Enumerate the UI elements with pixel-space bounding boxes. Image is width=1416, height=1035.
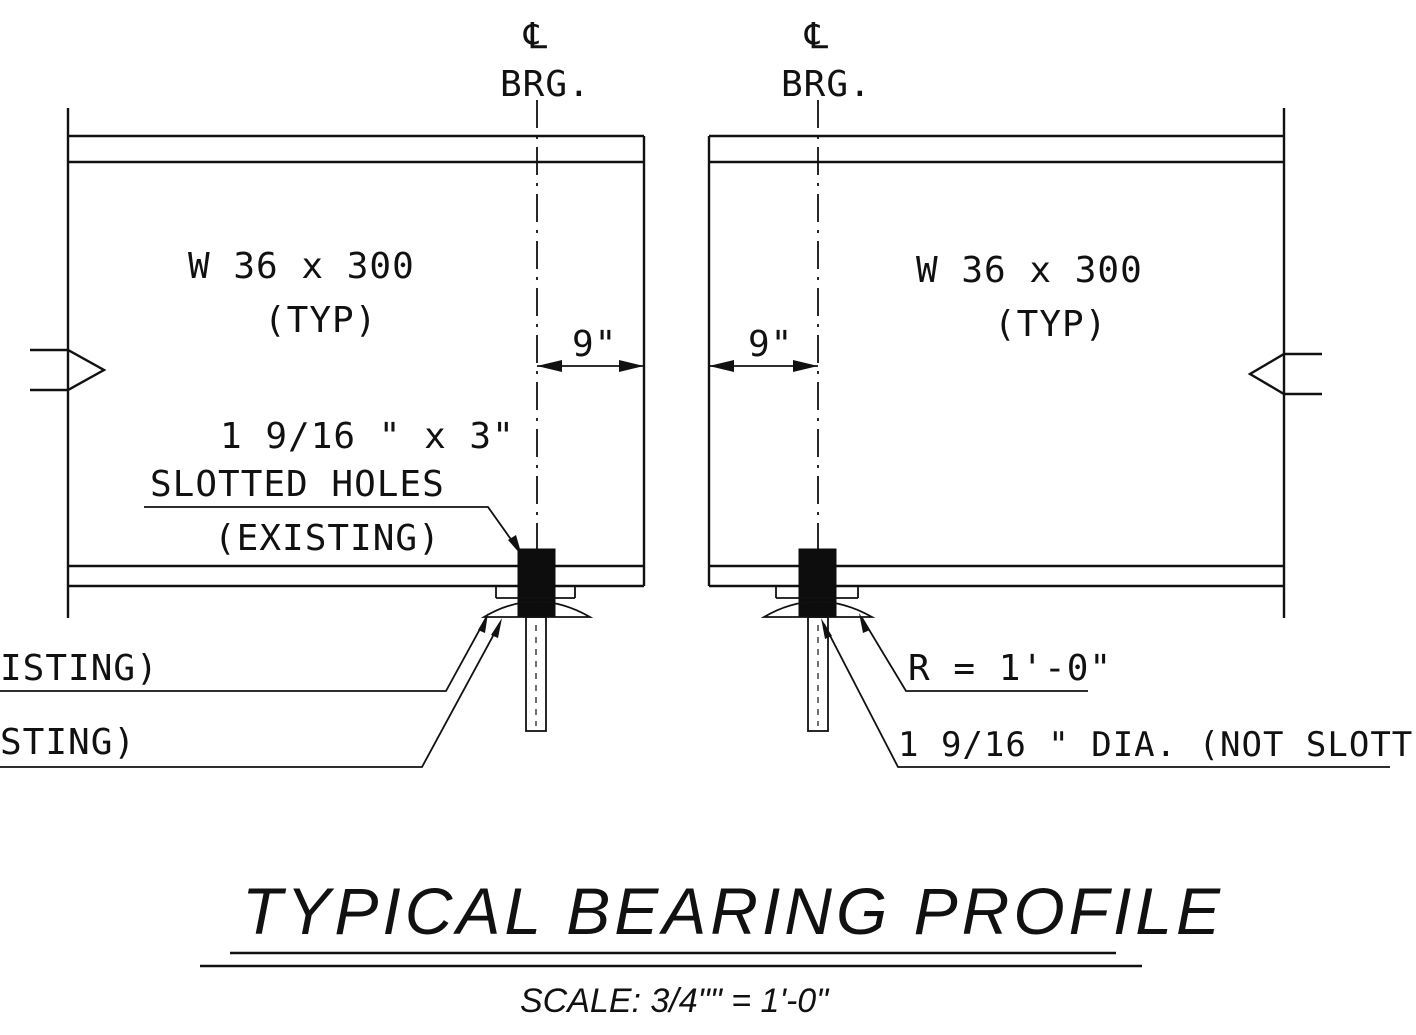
- right-cl-symbol: ℄: [804, 16, 829, 57]
- left-break-line: [30, 348, 107, 392]
- left-hole-existing: (EXISTING): [214, 518, 441, 559]
- left-hole-leader: [144, 506, 521, 553]
- right-break-line: [1247, 352, 1322, 396]
- right-anchor-bolt: [807, 616, 829, 732]
- left-dimension-label: 9": [572, 324, 617, 365]
- left-dim-arrow-b: [619, 360, 644, 372]
- drawing-scale: SCALE: 3/4"" = 1'-0": [520, 982, 830, 1020]
- right-dia-leader: [823, 623, 1390, 768]
- right-dimension: 9": [709, 324, 818, 372]
- left-anchor-bolt: [525, 616, 547, 732]
- left-cl-symbol: ℄: [523, 16, 548, 57]
- right-cl-label: BRG.: [781, 64, 872, 105]
- left-cl-label: BRG.: [500, 64, 591, 105]
- right-anchor-nut-block: [798, 548, 837, 618]
- right-dimension-label: 9": [748, 324, 793, 365]
- left-dimension: 9": [537, 324, 644, 372]
- right-dim-arrow-b: [793, 360, 818, 372]
- left-girder: [30, 108, 646, 618]
- left-section-label: W 36 x 300: [188, 246, 415, 287]
- drawing-title: TYPICAL BEARING PROFILE: [242, 874, 1224, 948]
- left-callout-lower: STING): [0, 722, 136, 763]
- right-dia-label: 1 9/16 " DIA. (NOT SLOTTED): [898, 725, 1416, 765]
- left-callout-upper: ISTING): [0, 648, 159, 689]
- left-rocker-plate: [480, 600, 594, 618]
- right-section-label: W 36 x 300: [916, 250, 1143, 291]
- left-callout-upper-leader: [0, 617, 487, 692]
- left-anchor-nut-block: [517, 548, 556, 618]
- left-bearing: [480, 548, 594, 732]
- right-radius-leader: [861, 617, 1088, 692]
- left-callout-lower-leader: [0, 622, 501, 768]
- left-dim-arrow-a: [537, 360, 562, 372]
- right-bearing: [760, 548, 876, 732]
- left-section-typ: (TYP): [264, 300, 377, 341]
- right-section-typ: (TYP): [994, 304, 1107, 345]
- right-rocker-plate: [760, 600, 876, 618]
- right-dim-arrow-a: [709, 360, 734, 372]
- left-hole-type: SLOTTED HOLES: [150, 464, 445, 505]
- right-radius-label: R = 1'-0": [908, 648, 1112, 689]
- left-hole-size: 1 9/16 " x 3": [220, 416, 515, 457]
